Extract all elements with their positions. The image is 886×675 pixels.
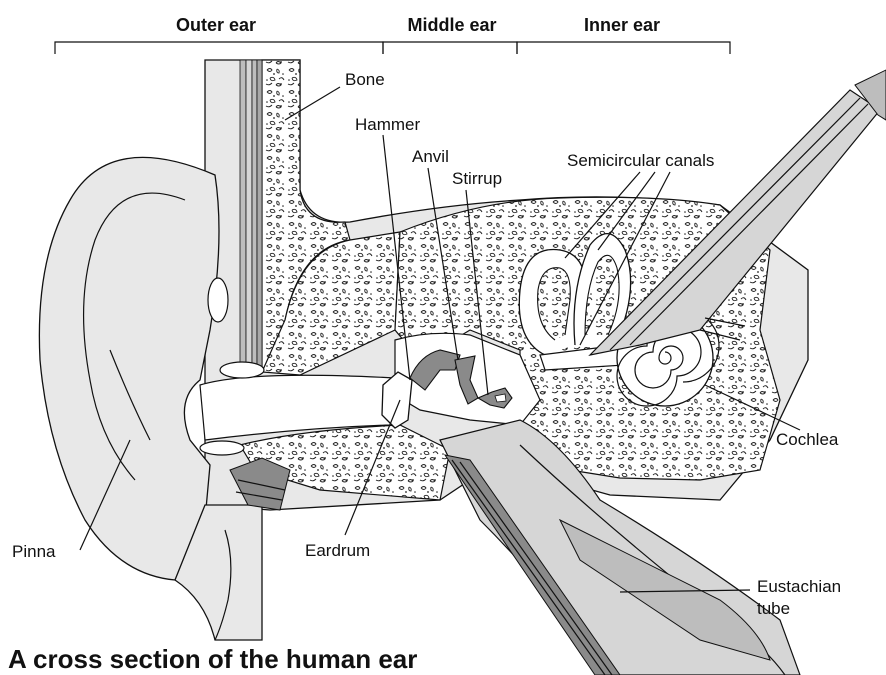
- region-label-middle-ear: Middle ear: [407, 15, 496, 35]
- label-hammer: Hammer: [355, 115, 421, 134]
- region-label-inner-ear: Inner ear: [584, 15, 660, 35]
- region-label-outer-ear: Outer ear: [176, 15, 256, 35]
- label-stirrup: Stirrup: [452, 169, 502, 188]
- region-brackets: [55, 42, 730, 54]
- label-anvil: Anvil: [412, 147, 449, 166]
- label-eustachian: Eustachian: [757, 577, 841, 596]
- pinna-shape: [39, 157, 219, 580]
- label-pinna: Pinna: [12, 542, 56, 561]
- skin-layers: [240, 60, 262, 370]
- label-eardrum: Eardrum: [305, 541, 370, 560]
- label-bone: Bone: [345, 70, 385, 89]
- label-cochlea: Cochlea: [776, 430, 839, 449]
- cartilage-hole-mid: [220, 362, 264, 378]
- label-tube: tube: [757, 599, 790, 618]
- cartilage-hole-upper: [208, 278, 228, 322]
- diagram-caption: A cross section of the human ear: [8, 644, 417, 675]
- label-semicircular-canals: Semicircular canals: [567, 151, 714, 170]
- cartilage-hole-lower: [200, 441, 244, 455]
